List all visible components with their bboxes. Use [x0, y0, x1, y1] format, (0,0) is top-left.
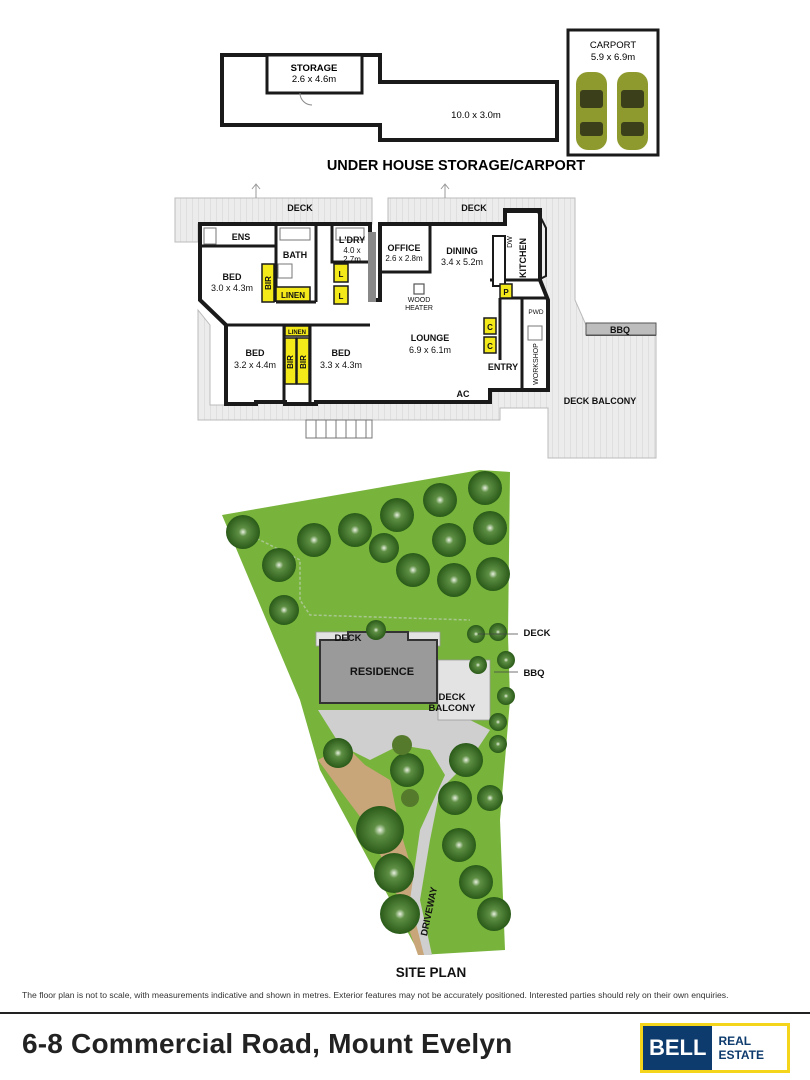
bed-size: 3.3 x 4.3m: [320, 360, 362, 370]
p-label: P: [503, 288, 509, 297]
storage-room: [265, 53, 364, 95]
site-deck-balcony-label: DECK: [439, 692, 466, 703]
laundry-size: 4.0 x: [343, 246, 360, 255]
bir-label: BIR: [264, 276, 273, 290]
entry-label: ENTRY: [488, 362, 518, 372]
office-size: 2.6 x 2.8m: [385, 254, 423, 263]
lounge-size: 6.9 x 6.1m: [409, 345, 451, 355]
dw-label: DW: [507, 236, 514, 248]
plan-drawing: STORAGE 2.6 x 4.6m 10.0 x 3.0m CARPORT 5…: [174, 28, 660, 980]
linen-label: LINEN: [281, 291, 305, 300]
dining-size: 3.4 x 5.2m: [441, 257, 483, 267]
workshop-label: WORKSHOP: [533, 343, 540, 385]
bed-label: BED: [331, 348, 351, 358]
car-icon: [617, 72, 648, 150]
ens-label: ENS: [232, 232, 251, 242]
wood-heater-label: WOOD: [408, 297, 431, 304]
l-label: L: [339, 292, 344, 301]
logo-panel: BELL REAL ESTATE: [643, 1026, 787, 1070]
linen-label: LINEN: [288, 330, 306, 336]
under-house-plan: STORAGE 2.6 x 4.6m 10.0 x 3.0m CARPORT 5…: [220, 28, 660, 174]
storage-label: STORAGE: [291, 63, 338, 74]
site-deck-balcony-label: BALCONY: [429, 703, 477, 714]
deck-label: DECK: [287, 203, 313, 213]
bath-label: BATH: [283, 250, 307, 260]
carport-label: CARPORT: [590, 40, 636, 51]
wood-heater-label: HEATER: [405, 305, 433, 312]
pwd-label: PWD: [528, 309, 543, 316]
laundry-size: 2.7m: [343, 255, 361, 264]
bir-label: BIR: [299, 355, 308, 369]
deck-label: DECK: [461, 203, 487, 213]
property-address: 6-8 Commercial Road, Mount Evelyn: [22, 1028, 513, 1059]
deck-balcony-label: DECK BALCONY: [564, 396, 637, 406]
bed-label: BED: [245, 348, 265, 358]
office-label: OFFICE: [388, 243, 421, 253]
dining-label: DINING: [446, 246, 478, 256]
logo-brand: BELL: [643, 1026, 713, 1070]
site-plan-title: SITE PLAN: [396, 965, 467, 980]
c-label: C: [487, 323, 493, 332]
disclaimer: The floor plan is not to scale, with mea…: [22, 990, 729, 1000]
bir-label: BIR: [286, 355, 295, 369]
laundry-label: L'DRY: [339, 235, 365, 245]
storage-size: 2.6 x 4.6m: [292, 74, 336, 85]
c-label: C: [487, 342, 493, 351]
bed-size: 3.2 x 4.4m: [234, 360, 276, 370]
kitchen-label: KITCHEN: [518, 238, 528, 278]
lounge-label: LOUNGE: [411, 333, 450, 343]
linen-cupboard: [275, 286, 311, 302]
laundry-cupboard: [333, 263, 349, 283]
bir-cupboard: [296, 337, 310, 385]
laundry-cupboard: [333, 285, 349, 305]
coat-cupboard: [483, 317, 497, 335]
under-house-title: UNDER HOUSE STORAGE/CARPORT: [327, 158, 585, 174]
l-label: L: [339, 270, 344, 279]
site-plan: DECK RESIDENCE DECK BALCONY DECK BBQ DRI…: [222, 470, 551, 980]
car-icon: [576, 72, 607, 150]
site-deck-label: DECK: [335, 633, 362, 644]
bed-label: BED: [222, 272, 242, 282]
paved-area: [318, 710, 490, 955]
area-size: 10.0 x 3.0m: [451, 110, 501, 121]
tree-icon: [226, 471, 515, 934]
site-bbq-label: BBQ: [523, 668, 544, 679]
footer-divider: [0, 1012, 810, 1014]
coat-cupboard: [483, 336, 497, 354]
floor-plan: DECK DECK ENS BATH L'DRY 4.0 x 2.7m OFFI…: [174, 183, 657, 459]
bir-cupboard: [284, 337, 297, 385]
carport-size: 5.9 x 6.9m: [591, 52, 635, 63]
bell-real-estate-logo: BELL REAL ESTATE: [640, 1023, 790, 1073]
pantry-cupboard: [499, 283, 513, 299]
ac-label: AC: [457, 389, 470, 399]
site-deck-right-label: DECK: [524, 628, 551, 639]
residence-shape: [319, 631, 438, 704]
logo-tagline: REAL ESTATE: [718, 1034, 765, 1062]
bbq-label: BBQ: [610, 325, 630, 335]
linen-cupboard: [284, 325, 310, 337]
bir-cupboard: [261, 263, 275, 303]
bed-size: 3.0 x 4.3m: [211, 283, 253, 293]
residence-label: RESIDENCE: [350, 666, 414, 678]
